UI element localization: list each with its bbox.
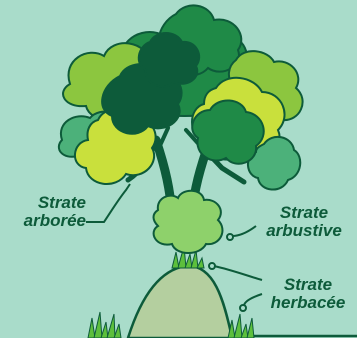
label-strate-arbustive: Strate arbustive [254,204,354,240]
leader-arboree [86,184,130,222]
label-arboree-line2: arborée [0,212,86,230]
label-arbustive-line1: Strate [254,204,354,222]
label-arboree-line1: Strate [0,194,86,212]
leader-arbustive-dot [227,234,233,240]
label-herbacee-line2: herbacée [262,294,354,312]
leader-herbacee [214,266,262,280]
leader-herbacee-2 [244,294,262,306]
hill [128,266,232,338]
label-herbacee-line1: Strate [262,276,354,294]
label-arbustive-line2: arbustive [254,222,354,240]
leader-herbacee-dot-2 [240,305,246,311]
label-strate-arboree: Strate arborée [0,194,86,230]
label-strate-herbacee: Strate herbacée [262,276,354,312]
grass-tuft-left [88,312,121,338]
shrub [154,191,223,253]
grass-tuft-right [228,314,254,338]
tree-canopy [59,5,303,189]
leader-herbacee-dot [209,263,215,269]
leader-arbustive [232,226,256,236]
